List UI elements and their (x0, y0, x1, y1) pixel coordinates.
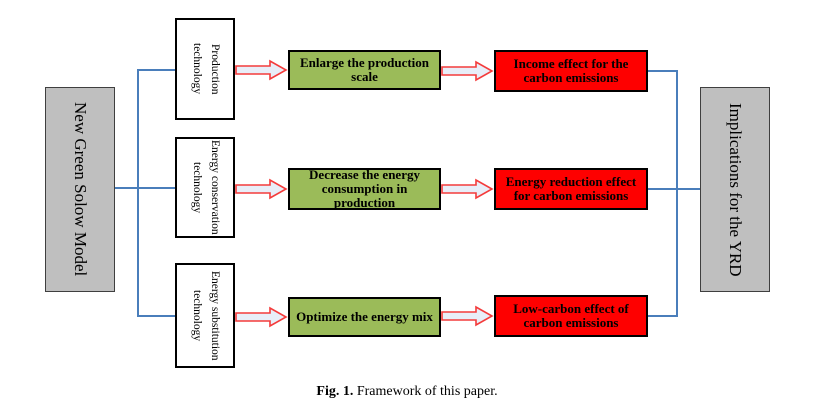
low-carbon-effect-box: Low-carbon effect of carbon emissions (494, 295, 648, 337)
left-bottom-connector-line (137, 315, 175, 317)
production-technology-label-line2: technology (191, 43, 203, 95)
enlarge-production-scale-box: Enlarge the production scale (288, 50, 441, 90)
energy-reduction-effect-label: Energy reduction effect for carbon emiss… (505, 174, 637, 203)
right-block-arrow-icon (441, 305, 494, 327)
energy-reduction-effect-box: Energy reduction effect for carbon emiss… (494, 168, 648, 210)
right-block-arrow-icon (235, 306, 288, 328)
right-top-connector-line (648, 70, 678, 72)
energy-substitution-technology-box: Energy substitution technology (175, 263, 235, 368)
right-block-arrow-icon (235, 59, 288, 81)
production-technology-box: Production technology (175, 18, 235, 120)
right-block-arrow-icon (441, 178, 494, 200)
right-middle-connector-line (648, 188, 700, 190)
left-middle-connector-line (115, 187, 175, 189)
energy-substitution-label-line2: technology (191, 289, 203, 342)
energy-conservation-label-line2: technology (191, 161, 203, 214)
right-bottom-connector-line (648, 315, 678, 317)
new-green-solow-model-box: New Green Solow Model (45, 87, 115, 292)
optimize-energy-mix-box: Optimize the energy mix (288, 297, 441, 337)
income-effect-box: Income effect for the carbon emissions (494, 50, 648, 92)
right-vertical-connector-line (676, 70, 678, 317)
left-top-connector-line (137, 69, 175, 71)
income-effect-label: Income effect for the carbon emissions (513, 56, 629, 85)
figure-caption-text: Framework of this paper. (356, 384, 498, 399)
implications-yrd-box: Implications for the YRD (700, 87, 770, 292)
left-vertical-connector-line (137, 69, 139, 317)
energy-conservation-label-line1: Energy conservation (208, 140, 221, 235)
energy-substitution-label-line1: Energy substitution (208, 270, 221, 361)
optimize-energy-mix-label: Optimize the energy mix (296, 309, 433, 325)
right-block-arrow-icon (441, 60, 494, 82)
production-technology-label-line1: Production (208, 43, 221, 95)
decrease-energy-consumption-box: Decrease the energy consumption in produ… (288, 168, 441, 210)
figure-caption: Fig. 1. Framework of this paper. (0, 384, 814, 400)
energy-conservation-technology-box: Energy conservation technology (175, 137, 235, 238)
figure-caption-number: Fig. 1. (316, 384, 354, 399)
low-carbon-effect-label: Low-carbon effect of carbon emissions (513, 301, 629, 330)
new-green-solow-model-label: New Green Solow Model (71, 102, 90, 277)
right-block-arrow-icon (235, 178, 288, 200)
decrease-energy-consumption-label: Decrease the energy consumption in produ… (309, 167, 420, 210)
enlarge-production-scale-label: Enlarge the production scale (299, 55, 430, 84)
implications-yrd-label: Implications for the YRD (726, 102, 745, 277)
